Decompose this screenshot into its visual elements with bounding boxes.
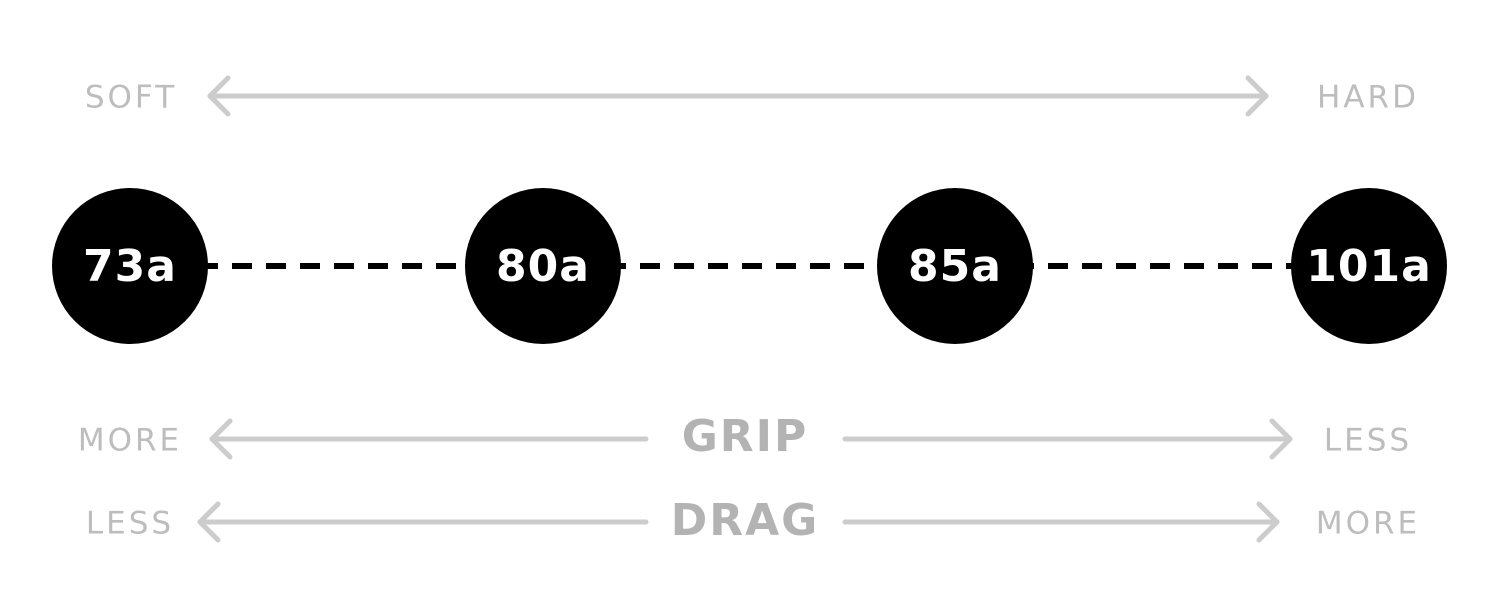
grip-more-label: MORE bbox=[77, 422, 183, 459]
drag-less-label: LESS bbox=[85, 505, 175, 542]
grip-title: GRIP bbox=[681, 411, 809, 462]
drag-right-arrow bbox=[842, 501, 1280, 543]
node-101a: 101a bbox=[1291, 188, 1447, 344]
node-85a: 85a bbox=[877, 188, 1033, 344]
grip-less-label: LESS bbox=[1323, 422, 1413, 459]
soft-label: SOFT bbox=[84, 79, 178, 116]
drag-title: DRAG bbox=[670, 495, 820, 546]
hardness-arrow bbox=[207, 75, 1269, 117]
grip-right-arrow bbox=[842, 418, 1293, 460]
drag-left-arrow bbox=[197, 501, 649, 543]
node-80a: 80a bbox=[465, 188, 621, 344]
drag-more-label: MORE bbox=[1315, 505, 1421, 542]
hard-label: HARD bbox=[1317, 79, 1419, 116]
node-73a: 73a bbox=[52, 188, 208, 344]
grip-left-arrow bbox=[209, 418, 649, 460]
